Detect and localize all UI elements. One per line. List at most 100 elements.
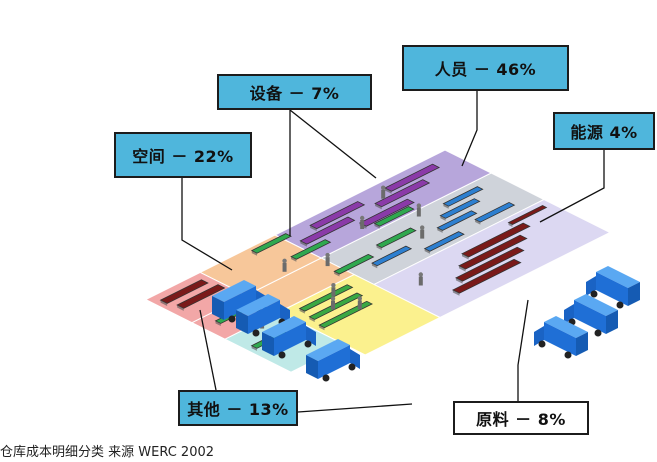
green-rack-2-side	[374, 223, 380, 229]
worker-4	[420, 225, 425, 239]
worker-body	[418, 276, 423, 286]
worker-head	[331, 283, 336, 288]
callout-equipment-label: 设备 － 7%	[249, 84, 340, 103]
truck-side	[274, 322, 306, 356]
blue-rack-5-side	[371, 263, 378, 269]
delivery-trucks	[212, 266, 640, 382]
leader-materials	[517, 299, 529, 401]
green-conveyor-0-side	[215, 320, 221, 326]
leader-energy	[539, 150, 605, 223]
green-rack-3-side	[376, 244, 382, 251]
truck-top	[212, 280, 256, 302]
worker-body	[416, 207, 421, 217]
truck-left-4	[306, 339, 360, 382]
truck-wheel	[228, 315, 236, 323]
callout-personnel: 人员 － 46%	[402, 45, 569, 91]
leader-personnel	[461, 91, 478, 167]
yellow-green-rack-0-side	[299, 308, 305, 314]
truck-top	[306, 339, 350, 361]
green-rack-4-side	[334, 271, 340, 277]
green-rack-0-side	[251, 250, 258, 256]
callout-space: 空间 － 22%	[114, 132, 252, 178]
purple-rack-1-side	[375, 203, 382, 210]
brown-rack-3-side	[452, 289, 460, 296]
truck-side	[544, 322, 576, 356]
truck-back	[236, 310, 248, 334]
worker-head	[416, 203, 422, 208]
worker-0	[381, 185, 386, 199]
callout-personnel-label: 人员 － 46%	[434, 60, 537, 79]
truck-wheel	[538, 340, 546, 348]
truck-wheel	[348, 363, 356, 371]
truck-right-1	[586, 266, 640, 309]
brown-rack-4-side	[508, 222, 513, 228]
leader-equipment-b	[289, 109, 377, 179]
callout-materials: 原料 － 8%	[453, 401, 589, 435]
truck-left-3	[262, 316, 316, 359]
truck-top	[596, 266, 640, 288]
truck-wheel	[564, 351, 572, 359]
truck-wheel	[322, 374, 330, 382]
purple-rack-3-side	[300, 240, 307, 247]
truck-side	[596, 272, 628, 306]
worker-body	[381, 189, 386, 199]
blue-rack-2-side	[437, 227, 443, 233]
pink-brown-rack-0-side	[160, 300, 168, 306]
callout-materials-label: 原料 － 8%	[476, 410, 566, 429]
truck-left-2	[236, 294, 290, 337]
worker-body	[420, 229, 425, 239]
worker-head	[420, 225, 425, 230]
worker-head	[418, 272, 423, 277]
callout-other-label: 其他 － 13%	[187, 400, 289, 419]
zone-materials-yellow	[278, 274, 442, 356]
brown-rack-2-side	[455, 277, 463, 284]
brown-rack-0-side	[462, 253, 469, 260]
blue-rack-0-side	[443, 203, 449, 209]
worker-body	[331, 287, 336, 297]
worker-2	[416, 203, 422, 217]
worker-7	[330, 296, 336, 310]
figure-caption: 仓库成本明细分类 来源 WERC 2002	[0, 445, 215, 460]
worker-3	[325, 252, 330, 267]
truck-wheel	[594, 329, 602, 337]
worker-5	[282, 258, 287, 272]
truck-right-3	[534, 316, 588, 359]
truck-side	[224, 286, 256, 320]
truck-side	[574, 300, 606, 334]
callout-equipment: 设备 － 7%	[217, 74, 372, 110]
truck-wheel	[278, 351, 286, 359]
truck-top	[544, 316, 588, 338]
brown-rack-1-side	[458, 265, 466, 272]
leader-other-b	[297, 403, 413, 413]
truck-back	[306, 355, 318, 379]
leader-other-a	[199, 309, 217, 391]
truck-back	[576, 332, 588, 356]
blue-rack-1-side	[440, 215, 446, 221]
worker-10	[357, 296, 362, 310]
truck-wheel	[252, 329, 260, 337]
worker-body	[331, 300, 335, 310]
truck-wheel	[590, 290, 598, 298]
truck-back	[606, 310, 618, 334]
truck-back	[628, 282, 640, 306]
truck-top	[574, 294, 618, 316]
truck-wheel	[616, 301, 624, 309]
truck-wheel	[304, 340, 312, 348]
truck-side	[318, 345, 350, 379]
purple-rack-2-side	[310, 225, 317, 232]
blue-rack-4-side	[424, 248, 430, 254]
callout-other: 其他 － 13%	[178, 390, 298, 426]
warehouse-floor-items	[159, 163, 548, 351]
worker-body	[282, 262, 287, 272]
yellow-green-rack-1-side	[309, 316, 315, 322]
leader-space	[181, 178, 233, 271]
worker-body	[325, 257, 330, 267]
worker-head	[282, 258, 287, 263]
worker-head	[357, 296, 362, 301]
truck-back	[212, 296, 224, 320]
worker-6	[331, 283, 336, 297]
green-rack-1-side	[291, 256, 297, 262]
worker-body	[357, 300, 362, 310]
callout-leader-lines	[181, 91, 605, 413]
